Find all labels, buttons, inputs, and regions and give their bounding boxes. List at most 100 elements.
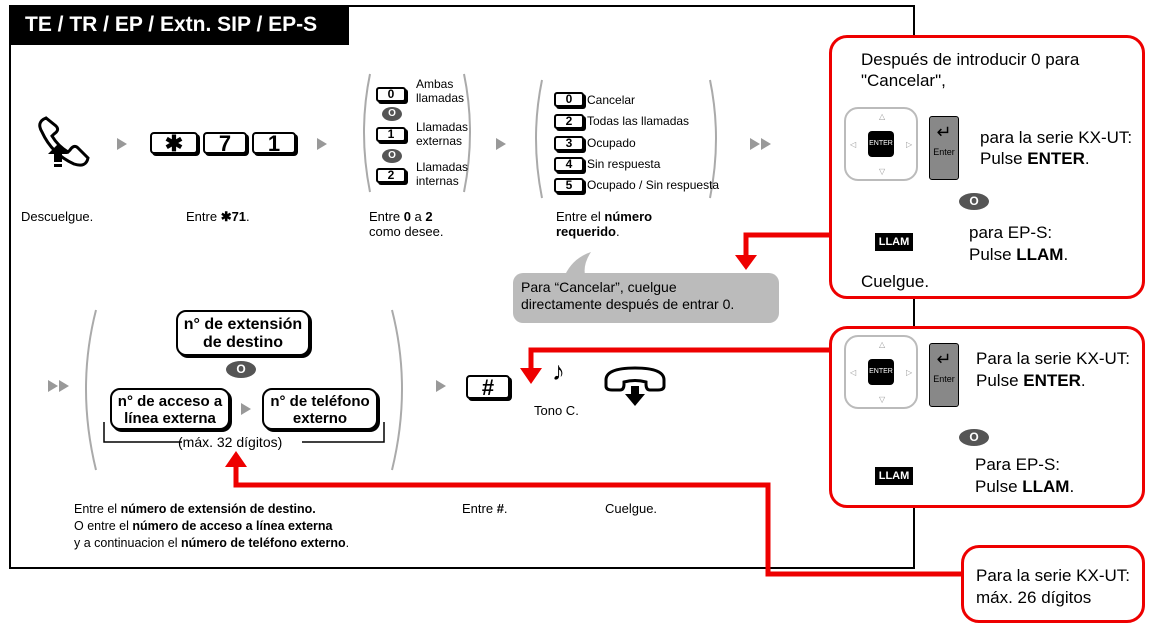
- max-digits-panel: Para la serie KX-UT: máx. 26 dígitos: [961, 545, 1145, 623]
- dest-cap3-c: .: [345, 536, 350, 550]
- dest-caption-line3: y a continuacion el número de teléfono e…: [74, 535, 349, 552]
- step4-key-0: 0: [554, 92, 584, 107]
- dest-caption: Entre el número de extensión de destino.…: [74, 501, 349, 552]
- step4-caption-b: número: [604, 209, 653, 224]
- max-bracket: [103, 422, 385, 443]
- arrow-2: [317, 138, 327, 150]
- hash-key: #: [466, 375, 510, 399]
- enter-center-button[interactable]: ENTER: [868, 131, 894, 157]
- dest-acc-line1: n° de acceso a: [117, 393, 223, 410]
- step3-caption-a: Entre: [369, 209, 404, 224]
- step2-caption-code: ✱71: [220, 209, 247, 224]
- hash-caption-c: .: [503, 501, 508, 516]
- connector-right3: [233, 465, 961, 577]
- music-note-icon: ♪: [552, 356, 565, 386]
- handset-onhook-icon: [604, 366, 666, 406]
- step4-caption-d: .: [615, 224, 620, 239]
- bubble-tail: [565, 252, 591, 275]
- cancel-ut2-c: .: [1084, 149, 1090, 168]
- cancel-ut2-a: Pulse: [980, 149, 1028, 168]
- bubble-line-1: Para “Cancelar”, cuelgue: [521, 279, 677, 295]
- connector-right2: [528, 347, 829, 370]
- llam-key-2[interactable]: LLAM: [875, 467, 913, 485]
- step3-caption-c: a: [410, 209, 426, 224]
- dest-cap1-a: Entre el: [74, 502, 121, 516]
- step3-label-0: Ambas llamadas: [416, 77, 465, 105]
- confirm-ut-1: Para la serie KX-UT:: [976, 349, 1130, 368]
- step3-label-2: Llamadas internas: [416, 160, 469, 188]
- dest-caption-line1: Entre el número de extensión de destino.: [74, 501, 349, 518]
- step3-brackets: [363, 73, 471, 193]
- step1-caption: Descuelgue.: [21, 209, 94, 224]
- step3-caption: Entre 0 a 2 como desee.: [369, 209, 479, 239]
- cancel-ut-1: para la serie KX-UT:: [980, 128, 1133, 147]
- dest-cap3-b: número de teléfono externo: [181, 536, 346, 550]
- dest-or: O: [226, 361, 256, 378]
- navigator-pad[interactable]: △ ◁ ▷ ▽ ENTER: [844, 107, 918, 181]
- hash-caption-b: #: [496, 501, 504, 516]
- llam-key[interactable]: LLAM: [875, 233, 913, 251]
- step4-key-4: 4: [554, 157, 584, 172]
- confirm-eps2-c: .: [1069, 477, 1075, 496]
- dest-cap2-a: O entre el: [74, 519, 133, 533]
- hangup-caption: Cuelgue.: [605, 501, 658, 516]
- dest-extension-box: n° de extensión de destino: [176, 310, 310, 356]
- tone-label: Tono C.: [534, 403, 579, 418]
- step4-caption: Entre el número requerido.: [556, 209, 686, 239]
- connector-right1: [743, 232, 829, 258]
- dest-cap1-b: número de extensión de destino.: [120, 502, 316, 516]
- enter-key-label: Enter: [933, 147, 955, 157]
- step4-key-2: 2: [554, 114, 584, 129]
- cancel-eps-2: Pulse LLAM.: [969, 245, 1068, 265]
- navigator-pad-2[interactable]: △ ◁ ▷ ▽ ENTER: [844, 335, 918, 409]
- step4-key-3: 3: [554, 136, 584, 151]
- digit-7-key: 7: [203, 132, 247, 155]
- enter-key[interactable]: ↵ Enter: [929, 116, 959, 180]
- step4-caption-c: requerido: [556, 224, 616, 239]
- cancel-eps2-c: .: [1063, 245, 1069, 264]
- confirm-ut2-a: Pulse: [976, 371, 1024, 390]
- confirm-ut-2: Pulse ENTER.: [976, 371, 1086, 391]
- step3-or-1: O: [382, 107, 402, 121]
- step3-or-2: O: [382, 149, 402, 163]
- confirm-panel: △ ◁ ▷ ▽ ENTER ↵ Enter Para la serie KX-U…: [829, 326, 1145, 508]
- connector-right1-arrowhead: [735, 255, 757, 270]
- dest-caption-line2: O entre el número de acceso a línea exte…: [74, 518, 349, 535]
- cancel-intro-1: Después de introducir 0 para: [861, 50, 1080, 69]
- dest-ext-line2: de destino: [202, 334, 283, 351]
- digit-1-key: 1: [252, 132, 296, 155]
- step3-key-2: 2: [376, 168, 406, 183]
- step3-caption-e: como desee.: [369, 224, 444, 239]
- step3-key-1: 1: [376, 127, 406, 142]
- enter-arrow-icon-2: ↵: [936, 349, 952, 369]
- step4-label-2: Todas las llamadas: [587, 114, 690, 128]
- cancel-note-bubble: Para “Cancelar”, cuelgue directamente de…: [513, 273, 779, 323]
- confirm-eps-2: Pulse LLAM.: [975, 477, 1074, 497]
- dest-tel-line1: n° de teléfono: [270, 393, 370, 410]
- page-title: TE / TR / EP / Extn. SIP / EP-S: [9, 5, 349, 45]
- cancel-ut2-b: ENTER: [1027, 149, 1085, 168]
- step3-caption-b: 0: [403, 209, 411, 224]
- arrow-dest: [241, 403, 251, 415]
- confirm-or: O: [959, 429, 989, 446]
- confirm-ut2-c: .: [1080, 371, 1086, 390]
- dest-acc-line2: línea externa: [124, 410, 216, 427]
- step3-key-0: 0: [376, 87, 406, 102]
- cancel-hangup: Cuelgue.: [861, 272, 930, 291]
- enter-key-2[interactable]: ↵ Enter: [929, 343, 959, 407]
- arrow-4: [436, 380, 446, 392]
- max-digits-line-1: Para la serie KX-UT:: [976, 566, 1130, 585]
- cancel-or: O: [959, 193, 989, 210]
- enter-center-button-2[interactable]: ENTER: [868, 359, 894, 385]
- bubble-line-2: directamente después de entrar 0.: [521, 296, 735, 312]
- confirm-eps2-a: Pulse: [975, 477, 1023, 496]
- dest-ext-line1: n° de extensión: [183, 316, 303, 333]
- step2-caption-suffix: .: [246, 209, 250, 224]
- arrow-1: [117, 138, 127, 150]
- step4-label-4: Sin respuesta: [587, 157, 661, 171]
- star-key: ✱: [150, 132, 198, 155]
- dest-cap2-b: número de acceso a línea externa: [132, 519, 333, 533]
- hash-caption: Entre #.: [462, 501, 508, 516]
- connector-right3-arrowhead: [225, 451, 247, 467]
